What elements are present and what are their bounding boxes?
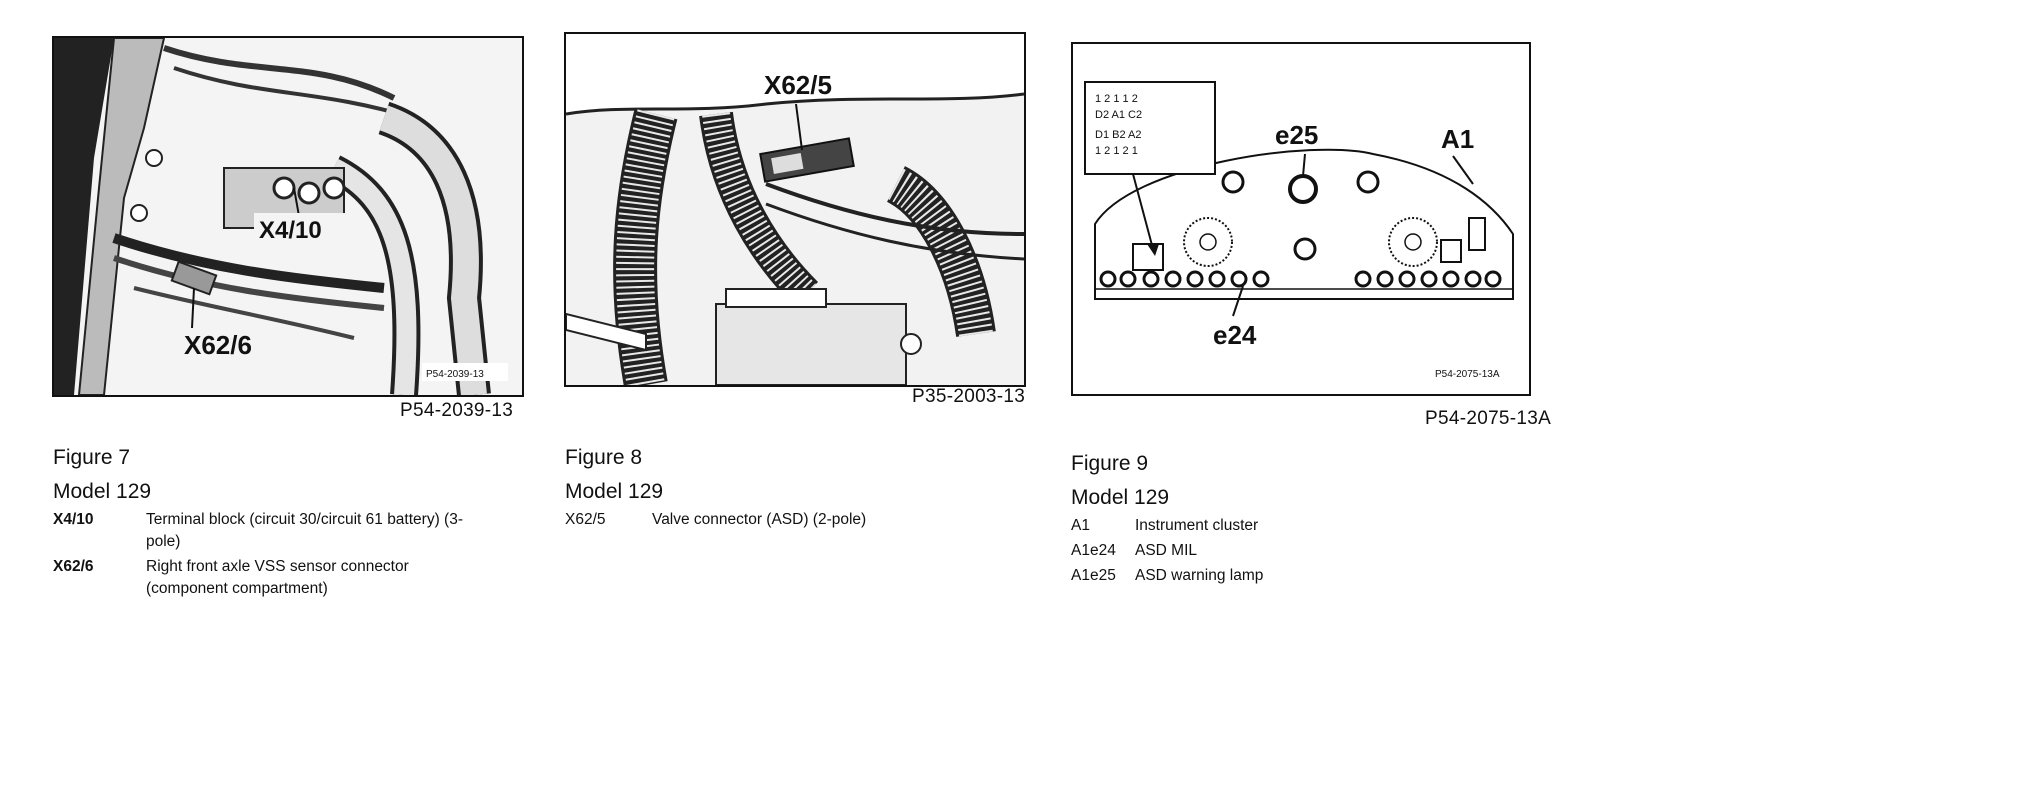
legend-row: A1 Instrument cluster [1071,514,1263,539]
callout-x62-6: X62/6 [184,330,252,360]
legend-code: A1 [1071,517,1090,534]
figure-8-caption: Figure 8 Model 129 X62/5 Valve connector… [565,446,1005,533]
led-row-left [1099,270,1270,288]
callout-e24: e24 [1213,320,1257,350]
figure-9-legend: A1 Instrument cluster A1e24 ASD MIL A1e2… [1071,514,1263,589]
legend-code: X62/5 [565,511,606,528]
figure-9-caption: Figure 9 Model 129 A1 Instrument cluster… [1071,452,1491,589]
legend-desc: ASD warning lamp [1135,567,1264,584]
callout-x4-10: X4/10 [259,217,322,244]
figure-9-ref: P54-2075-13A [1425,408,1552,429]
figure-9-model: Model 129 [1071,486,1170,509]
figure-9-inner-ref: P54-2075-13A [1435,369,1500,380]
inset-row-1: 1 2 1 1 2 [1095,93,1138,105]
led-row-right [1354,270,1502,288]
figure-7-image: X4/10 X62/6 P54-2039-13 [52,36,524,397]
figure-7-model: Model 129 [53,480,152,503]
figure-7-title: Figure 7 [53,446,131,469]
legend-row: A1e25 ASD warning lamp [1071,564,1263,589]
inset-row-2: D2 A1 C2 [1095,109,1142,121]
figure-8-model: Model 129 [565,480,664,503]
legend-row: X62/5 Valve connector (ASD) (2-pole) [565,508,866,533]
inset-row-4: 1 2 1 2 1 [1095,145,1138,157]
legend-row: X62/6 Right front axle VSS sensor connec… [53,555,476,602]
figure-7-caption: Figure 7 Model 129 X4/10 Terminal block … [53,446,493,602]
figure-8-image: X62/5 [564,32,1026,387]
legend-code: X4/10 [53,511,94,528]
figure-9-image: 1 2 1 1 2 D2 A1 C2 D1 B2 A2 1 2 1 2 1 e2… [1071,42,1531,396]
legend-desc: Terminal block (circuit 30/circuit 61 ba… [146,511,463,550]
figure-7-inner-ref: P54-2039-13 [426,369,484,380]
legend-code: A1e24 [1071,542,1116,559]
callout-a1: A1 [1441,124,1474,154]
legend-desc: Valve connector (ASD) (2-pole) [652,511,867,528]
legend-desc: ASD MIL [1135,542,1198,559]
legend-desc: Instrument cluster [1135,517,1259,534]
legend-desc: Right front axle VSS sensor connector (c… [146,558,409,597]
engine-bay-photo-illustration: X4/10 X62/6 P54-2039-13 [54,38,522,395]
figure-8-title: Figure 8 [565,446,643,469]
legend-row: A1e24 ASD MIL [1071,539,1263,564]
figure-9-title: Figure 9 [1071,452,1149,475]
legend-row: X4/10 Terminal block (circuit 30/circuit… [53,508,476,555]
figure-8-legend: X62/5 Valve connector (ASD) (2-pole) [565,508,866,533]
legend-code: A1e25 [1071,567,1116,584]
callout-x62-5: X62/5 [764,70,832,100]
inset-row-3: D1 B2 A2 [1095,129,1141,141]
figure-7-ref: P54-2039-13 [400,400,514,421]
figure-7-legend: X4/10 Terminal block (circuit 30/circuit… [53,508,476,602]
connector-photo-illustration: X62/5 [566,34,1024,385]
legend-code: X62/6 [53,558,94,575]
callout-e25: e25 [1275,120,1318,150]
figure-8-ref: P35-2003-13 [912,386,1026,407]
instrument-cluster-diagram: 1 2 1 1 2 D2 A1 C2 D1 B2 A2 1 2 1 2 1 e2… [1073,44,1529,394]
